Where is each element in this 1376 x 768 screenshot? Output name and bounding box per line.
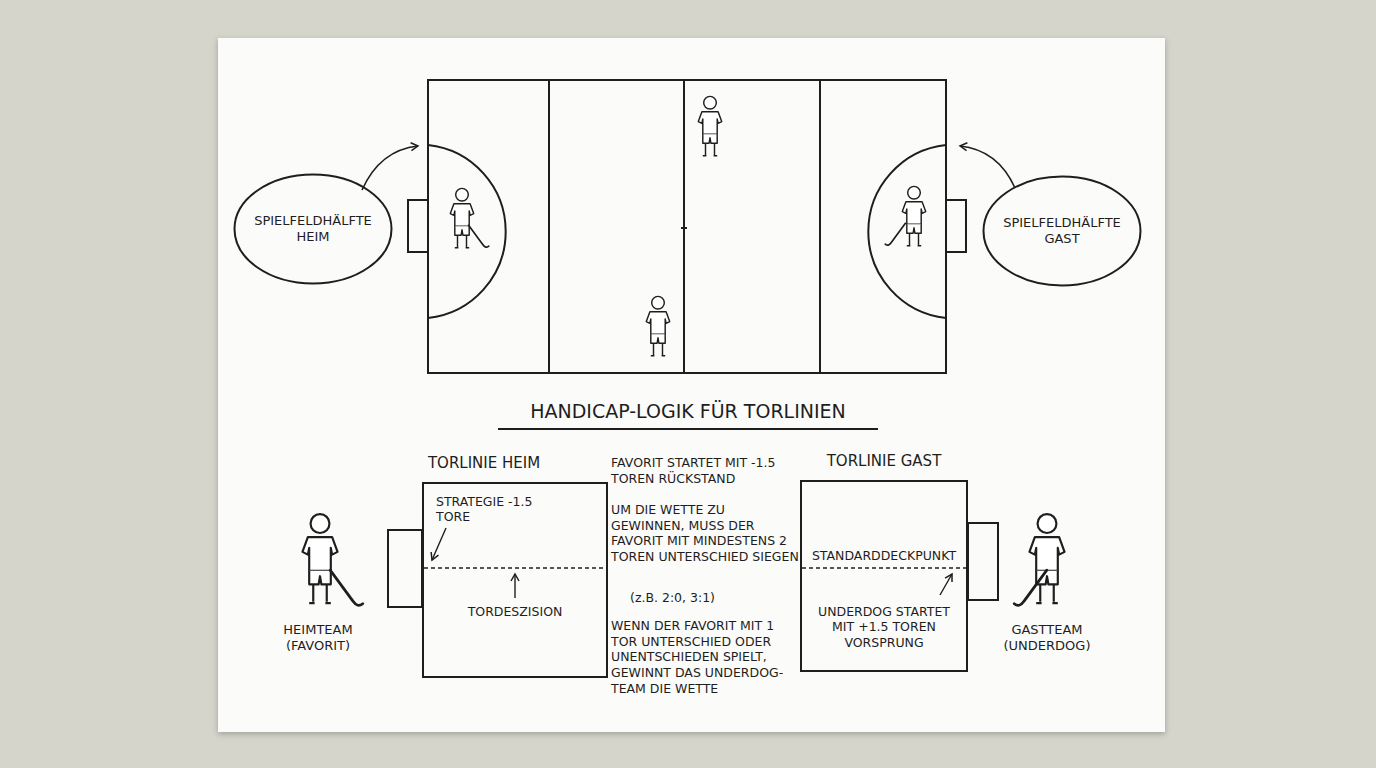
team-label: HEIMTEAM (FAVORIT) xyxy=(258,622,378,655)
callout-arrow xyxy=(960,146,1015,188)
explanation-note: UM DIE WETTE ZU GEWINNEN, MUSS DER FAVOR… xyxy=(611,502,799,565)
player-figure xyxy=(450,188,473,247)
ellipse-shape xyxy=(235,175,392,284)
hockey-stick xyxy=(885,223,905,245)
leader-arrow xyxy=(432,528,446,560)
node-text: SPIELFELDHÄLFTE HEIM xyxy=(244,213,382,244)
goal xyxy=(946,200,966,252)
player-figure xyxy=(902,186,925,245)
box-heading: TORLINIE GAST xyxy=(794,452,974,470)
leader-arrow xyxy=(514,574,515,598)
center-line xyxy=(683,80,685,373)
goal-line-box: TORLINIE GASTSTANDARDDECKPUNKTUNDERDOG S… xyxy=(800,480,968,672)
shooting-circle xyxy=(868,145,946,318)
field-line xyxy=(819,80,821,373)
diagram-title: HANDICAP-LOGIK FÜR TORLINIEN xyxy=(498,400,878,430)
goal xyxy=(968,523,998,600)
goal xyxy=(388,530,422,607)
node-text: STRATEGIE -1.5 TORE xyxy=(436,494,546,525)
callout-ellipse: SPIELFELDHÄLFTE HEIM xyxy=(233,173,393,285)
node-text: STANDARDDECKPUNKT xyxy=(804,548,964,563)
player-figure xyxy=(698,96,721,155)
explanation-note: (z.B. 2:0, 3:1) xyxy=(630,590,790,606)
goal-line-box: TORLINIE HEIMSTRATEGIE -1.5 TORETORDESZI… xyxy=(422,482,608,678)
hockey-stick xyxy=(330,570,363,605)
callout-ellipse: SPIELFELDHÄLFTE GAST xyxy=(982,175,1142,287)
field-outline xyxy=(428,80,946,373)
hockey-field xyxy=(408,80,966,373)
box-heading: TORLINIE HEIM xyxy=(404,454,564,472)
team-figure xyxy=(302,514,337,603)
team-label: GASTTEAM (UNDERDOG) xyxy=(982,622,1112,655)
ellipse-shape xyxy=(984,177,1141,286)
callout-arrow xyxy=(362,146,418,190)
explanation-note: FAVORIT STARTET MIT -1.5 TOREN RÜCKSTAND xyxy=(611,455,797,486)
dashed-goal-line xyxy=(424,567,606,569)
node-text: SPIELFELDHÄLFTE GAST xyxy=(993,215,1131,246)
team-figure xyxy=(1029,514,1064,603)
goal xyxy=(408,200,428,252)
player-figure xyxy=(646,296,669,355)
field-line xyxy=(548,80,550,373)
dashed-goal-line xyxy=(802,567,966,569)
center-mark xyxy=(681,227,687,229)
hockey-stick xyxy=(469,225,489,247)
explanation-note: WENN DER FAVORIT MIT 1 TOR UNTERSCHIED O… xyxy=(611,618,797,696)
node-text: UNDERDOG STARTET MIT +1.5 TOREN VORSPRUN… xyxy=(812,604,956,650)
hockey-stick xyxy=(1014,570,1047,605)
shooting-circle xyxy=(428,145,506,318)
leader-arrow xyxy=(940,574,952,595)
node-text: TORDESZISION xyxy=(424,604,606,619)
